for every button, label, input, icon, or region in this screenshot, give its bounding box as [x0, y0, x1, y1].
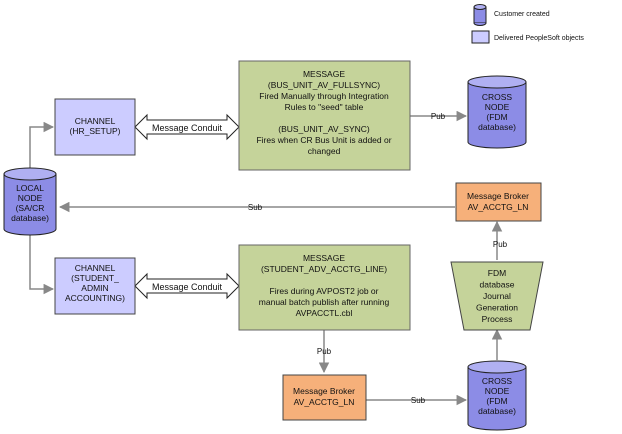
local-node-line: LOCAL — [16, 183, 44, 193]
cross-node-bottom-line: CROSS — [482, 376, 513, 386]
local-to-channel-hr-arrow — [29, 121, 55, 168]
channel-hr-setup-text: CHANNEL(HR_SETUP) — [69, 116, 120, 136]
fdm-process-line: Generation — [476, 303, 518, 313]
message-bottom-line: MESSAGE — [303, 253, 345, 263]
message-bottom-line: AVPACCTL.cbl — [296, 308, 353, 318]
channel-hr-line: (HR_SETUP) — [69, 126, 120, 136]
message-top-line: Fires when CR Bus Unit is added or — [256, 135, 391, 145]
cross-node-bottom-line: NODE — [485, 386, 510, 396]
sub-bottom-label: Sub — [411, 396, 426, 405]
local-to-channel-student-arrow — [29, 232, 55, 295]
broker-bottom-line: Message Broker — [293, 386, 355, 396]
fdm-process-line: Process — [482, 314, 513, 324]
conduit-bottom-label: Message Conduit — [152, 282, 223, 292]
message-top-line — [323, 113, 325, 123]
conduit-bottom: Message Conduit — [134, 272, 240, 300]
conduit-top: Message Conduit — [134, 113, 240, 141]
cross-node-top-line: (FDM — [486, 112, 507, 122]
message-top-line: changed — [308, 146, 341, 156]
message-top-line: Rules to "seed" table — [285, 102, 364, 112]
sub-top-label: Sub — [248, 203, 263, 212]
fdm-process-line: Journal — [483, 291, 511, 301]
local-node-line: NODE — [18, 193, 43, 203]
legend-cylinder-icon — [473, 4, 487, 26]
pub-right-label: Pub — [493, 240, 508, 249]
legend: Customer created Delivered PeopleSoft ob… — [471, 4, 584, 44]
channel-student-line: CHANNEL — [75, 263, 116, 273]
message-student-text: MESSAGE(STUDENT_ADV_ACCTG_LINE) Fires du… — [259, 253, 390, 318]
legend-customer-created: Customer created — [494, 11, 550, 18]
fdm-process-line: database — [480, 280, 515, 290]
legend-delivered-peoplesoft: Delivered PeopleSoft objects — [494, 35, 584, 42]
message-top-line: (BUS_UNIT_AV_SYNC) — [278, 124, 370, 134]
channel-student-line: ACCOUNTING) — [65, 293, 125, 303]
cross-node-bottom-line: (FDM — [486, 396, 507, 406]
pub-top-label: Pub — [431, 112, 446, 121]
message-bottom-line: Fires during AVPOST2 job or — [270, 286, 379, 296]
broker-right-line: Message Broker — [467, 191, 529, 201]
cross-node-top-line: NODE — [485, 102, 510, 112]
message-bottom-line — [323, 275, 325, 285]
broker-right-line: AV_ACCTG_LN — [468, 202, 529, 212]
message-bottom-line: (STUDENT_ADV_ACCTG_LINE) — [261, 264, 387, 274]
pub-bottom-label: Pub — [317, 347, 332, 356]
message-student-adv-acctg-line: MESSAGE(STUDENT_ADV_ACCTG_LINE) Fires du… — [238, 244, 411, 331]
message-bus-unit-text: MESSAGE(BUS_UNIT_AV_FULLSYNC)Fired Manua… — [256, 69, 391, 156]
message-top-line: (BUS_UNIT_AV_FULLSYNC) — [268, 80, 380, 90]
local-node-line: (SA/CR — [16, 203, 45, 213]
message-bus-unit: MESSAGE(BUS_UNIT_AV_FULLSYNC)Fired Manua… — [238, 60, 411, 171]
conduit-top-label: Message Conduit — [152, 123, 223, 133]
channel-student-line: ADMIN — [81, 283, 108, 293]
broker-bottom-line: AV_ACCTG_LN — [294, 397, 355, 407]
local-node-line: database) — [11, 213, 49, 223]
cross-node-top-line: CROSS — [482, 92, 513, 102]
legend-delivered-swatch — [471, 30, 490, 44]
channel-hr-setup: CHANNEL(HR_SETUP) — [54, 98, 136, 156]
message-top-line: MESSAGE — [303, 69, 345, 79]
fdm-process-line: FDM — [488, 268, 506, 278]
channel-student-line: (STUDENT_ — [71, 273, 119, 283]
message-bottom-line: manual batch publish after running — [259, 297, 390, 307]
channel-hr-line: CHANNEL — [75, 116, 116, 126]
message-top-line: Fired Manually through Integration — [259, 91, 389, 101]
cross-node-top-line: database) — [478, 122, 516, 132]
cross-node-bottom-line: database) — [478, 406, 516, 416]
connectors — [29, 110, 503, 406]
